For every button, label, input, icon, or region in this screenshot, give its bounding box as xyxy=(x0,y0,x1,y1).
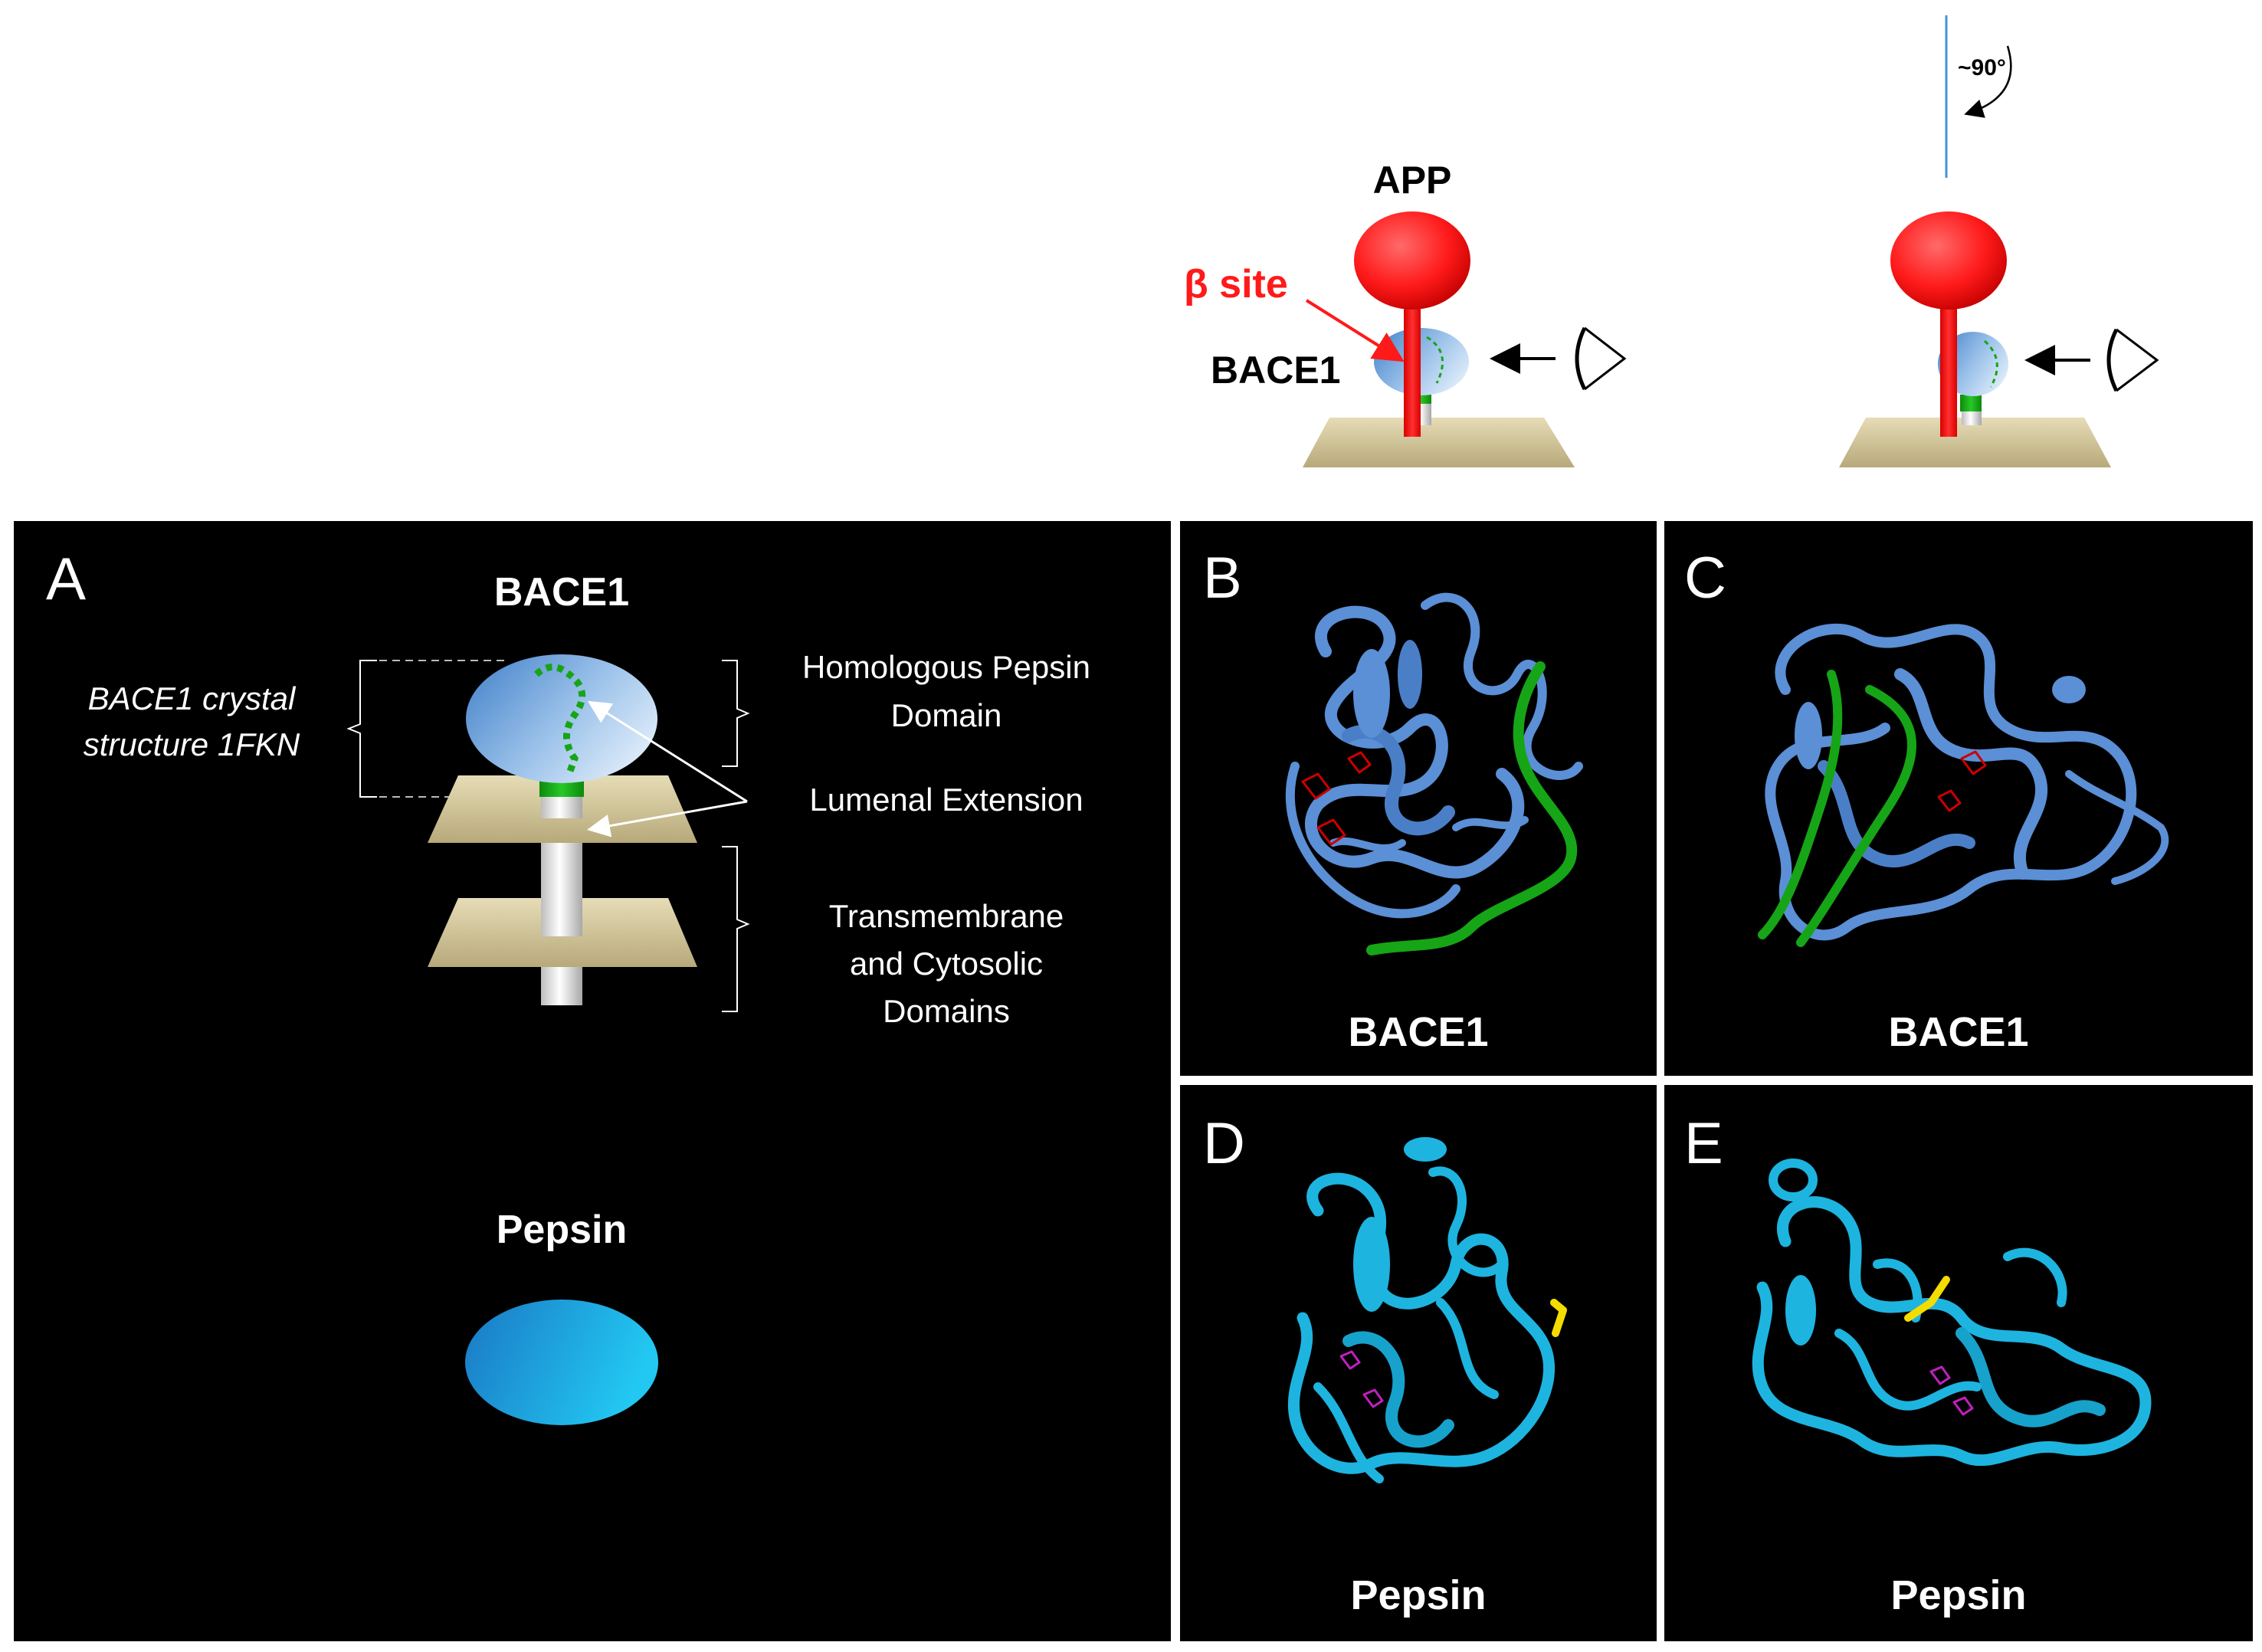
tm-line3: Domains xyxy=(883,993,1010,1029)
panel-b-caption: BACE1 xyxy=(1348,1009,1488,1055)
lumenal-extension xyxy=(1960,395,1982,411)
lumenal-loop-dots xyxy=(533,664,586,777)
rotation-arc xyxy=(1964,45,2012,118)
bace1-domain xyxy=(1374,328,1469,395)
rotation-label: ~90° xyxy=(1958,55,2006,80)
tm-line2: and Cytosolic xyxy=(850,946,1043,982)
app-head xyxy=(1354,211,1470,310)
lumenal-label: Lumenal Extension xyxy=(809,782,1083,818)
top-schematic-side-view: APP β site BACE1 xyxy=(1184,159,1627,467)
pepsin-domain-line1: Homologous Pepsin xyxy=(802,649,1090,685)
panel-d-caption: Pepsin xyxy=(1350,1572,1486,1618)
pepsin-ribbon-structure-rotated xyxy=(1752,1159,2152,1467)
beta-site-label: β site xyxy=(1184,262,1288,306)
panel-c-background xyxy=(1664,521,2253,1076)
crystal-label-line2: structure 1FKN xyxy=(84,726,300,762)
tm-bracket xyxy=(722,846,750,1012)
panel-c-letter: C xyxy=(1684,546,1726,611)
app-label: APP xyxy=(1373,159,1452,202)
pepsin-domain-line2: Domain xyxy=(891,697,1002,733)
bace1-label-top: BACE1 xyxy=(1211,349,1340,392)
tm-line1: Transmembrane xyxy=(829,898,1064,934)
panel-e: E Pepsin xyxy=(1664,1085,2253,1641)
panel-a-title: BACE1 xyxy=(494,570,629,615)
panel-d-letter: D xyxy=(1203,1111,1245,1176)
pepsin-ribbon-structure xyxy=(1288,1137,1567,1483)
panel-e-caption: Pepsin xyxy=(1890,1572,2026,1618)
pepsin-homolog-domain xyxy=(466,654,657,783)
panel-e-letter: E xyxy=(1684,1111,1723,1176)
app-stem xyxy=(1940,299,1957,437)
panel-b: B BACE1 xyxy=(1180,521,1657,1076)
crystal-label-line1: BACE1 crystal xyxy=(88,680,297,716)
panel-c-caption: BACE1 xyxy=(1888,1009,2028,1055)
membrane-plane xyxy=(1303,418,1575,467)
eye-icon xyxy=(1575,326,1627,391)
panel-c: C BACE1 xyxy=(1664,521,2253,1076)
pepsin-bracket xyxy=(722,660,750,767)
crystal-bracket xyxy=(346,660,377,798)
lumenal-arrow-lower xyxy=(587,800,748,837)
top-schematic-rotated-view: ~90° xyxy=(1839,15,2159,467)
pepsin-domain xyxy=(465,1300,658,1425)
lumenal-arrow-upper xyxy=(587,700,748,803)
app-stem xyxy=(1404,299,1421,437)
bace1-ribbon-structure-rotated xyxy=(1758,623,2169,947)
beta-site-arrow xyxy=(1305,299,1405,362)
panel-b-background xyxy=(1180,521,1657,1076)
bace1-ribbon-structure xyxy=(1285,592,1583,955)
membrane-plane xyxy=(1839,418,2111,467)
panel-d: D Pepsin xyxy=(1180,1085,1657,1641)
eye-icon xyxy=(2106,328,2159,392)
panel-a: A BACE1 BACE1 crystal structure 1FKN Hom… xyxy=(14,521,1171,1641)
app-head xyxy=(1890,211,2007,310)
bace1-lumenal-loop xyxy=(1983,339,1998,388)
panel-d-background xyxy=(1180,1085,1657,1641)
panel-b-letter: B xyxy=(1203,546,1242,611)
panel-a-letter: A xyxy=(46,545,86,612)
pepsin-title: Pepsin xyxy=(497,1208,628,1252)
